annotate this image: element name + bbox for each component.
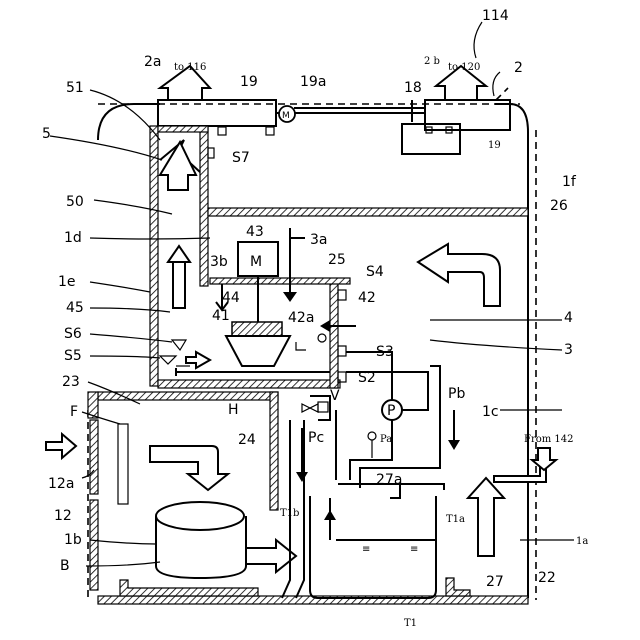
- label-M: M: [250, 254, 262, 270]
- label-22: 22: [538, 570, 556, 586]
- label-51: 51: [66, 80, 84, 96]
- label-12a: 12a: [48, 476, 74, 492]
- label-Pb: Pb: [448, 386, 465, 402]
- label-3b: 3b: [210, 254, 228, 270]
- labels: 114 2 2a to 116 2 b to 120 19 19a 18 19 …: [42, 8, 588, 629]
- label-T1a: T1a: [446, 514, 465, 525]
- svg-text:≡: ≡: [410, 544, 418, 555]
- label-114: 114: [482, 8, 509, 24]
- flow-arrow-left: [418, 244, 500, 306]
- label-12: 12: [54, 508, 72, 524]
- label-42: 42: [358, 290, 376, 306]
- label-26: 26: [550, 198, 568, 214]
- label-2: 2: [514, 60, 523, 76]
- label-S7: S7: [232, 150, 250, 166]
- label-27: 27: [486, 574, 504, 590]
- label-19-top: 19: [240, 74, 258, 90]
- label-41: 41: [212, 308, 230, 324]
- label-2b: 2 b: [424, 56, 440, 67]
- label-25: 25: [328, 252, 346, 268]
- top-duct: M: [158, 100, 510, 154]
- label-1a: 1a: [576, 536, 588, 547]
- label-18: 18: [404, 80, 422, 96]
- label-3: 3: [564, 342, 573, 358]
- label-Pc: Pc: [308, 430, 324, 446]
- label-S4: S4: [366, 264, 384, 280]
- svg-text:M: M: [282, 111, 290, 121]
- unit-18: [402, 124, 460, 154]
- partition-26: [208, 208, 528, 216]
- compartment-1b: [46, 392, 296, 596]
- label-42a: 42a: [288, 310, 314, 326]
- label-from-142: From 142: [524, 434, 574, 445]
- label-1f: 1f: [562, 174, 577, 190]
- label-3a: 3a: [310, 232, 328, 248]
- label-F: F: [70, 404, 78, 420]
- label-S3: S3: [376, 344, 394, 360]
- label-1d: 1d: [64, 230, 82, 246]
- label-2a: 2a: [144, 54, 162, 70]
- label-1e: 1e: [58, 274, 76, 290]
- label-T1: T1: [404, 618, 417, 629]
- label-to-116: to 116: [174, 62, 206, 73]
- label-Pa: Pa: [380, 434, 392, 445]
- label-27a: 27a: [376, 472, 402, 488]
- label-P: P: [387, 403, 395, 419]
- label-4: 4: [564, 310, 573, 326]
- label-S6: S6: [64, 326, 82, 342]
- label-5: 5: [42, 126, 51, 142]
- label-44: 44: [222, 290, 240, 306]
- label-19-small: 19: [488, 140, 501, 151]
- label-V: V: [330, 388, 340, 404]
- label-1b: 1b: [64, 532, 82, 548]
- svg-text:≡: ≡: [362, 544, 370, 555]
- label-1c: 1c: [482, 404, 499, 420]
- label-S5: S5: [64, 348, 82, 364]
- label-43: 43: [246, 224, 264, 240]
- label-23: 23: [62, 374, 80, 390]
- label-50: 50: [66, 194, 84, 210]
- label-T1b: T1b: [280, 508, 299, 519]
- chamber-1d: [158, 228, 356, 388]
- label-S2: S2: [358, 370, 376, 386]
- label-to-120: to 120: [448, 62, 480, 73]
- label-H: H: [228, 402, 239, 418]
- tank-T1: ≡ ≡: [282, 420, 556, 598]
- label-19a: 19a: [300, 74, 326, 90]
- label-45: 45: [66, 300, 84, 316]
- label-24: 24: [238, 432, 256, 448]
- label-B: B: [60, 558, 70, 574]
